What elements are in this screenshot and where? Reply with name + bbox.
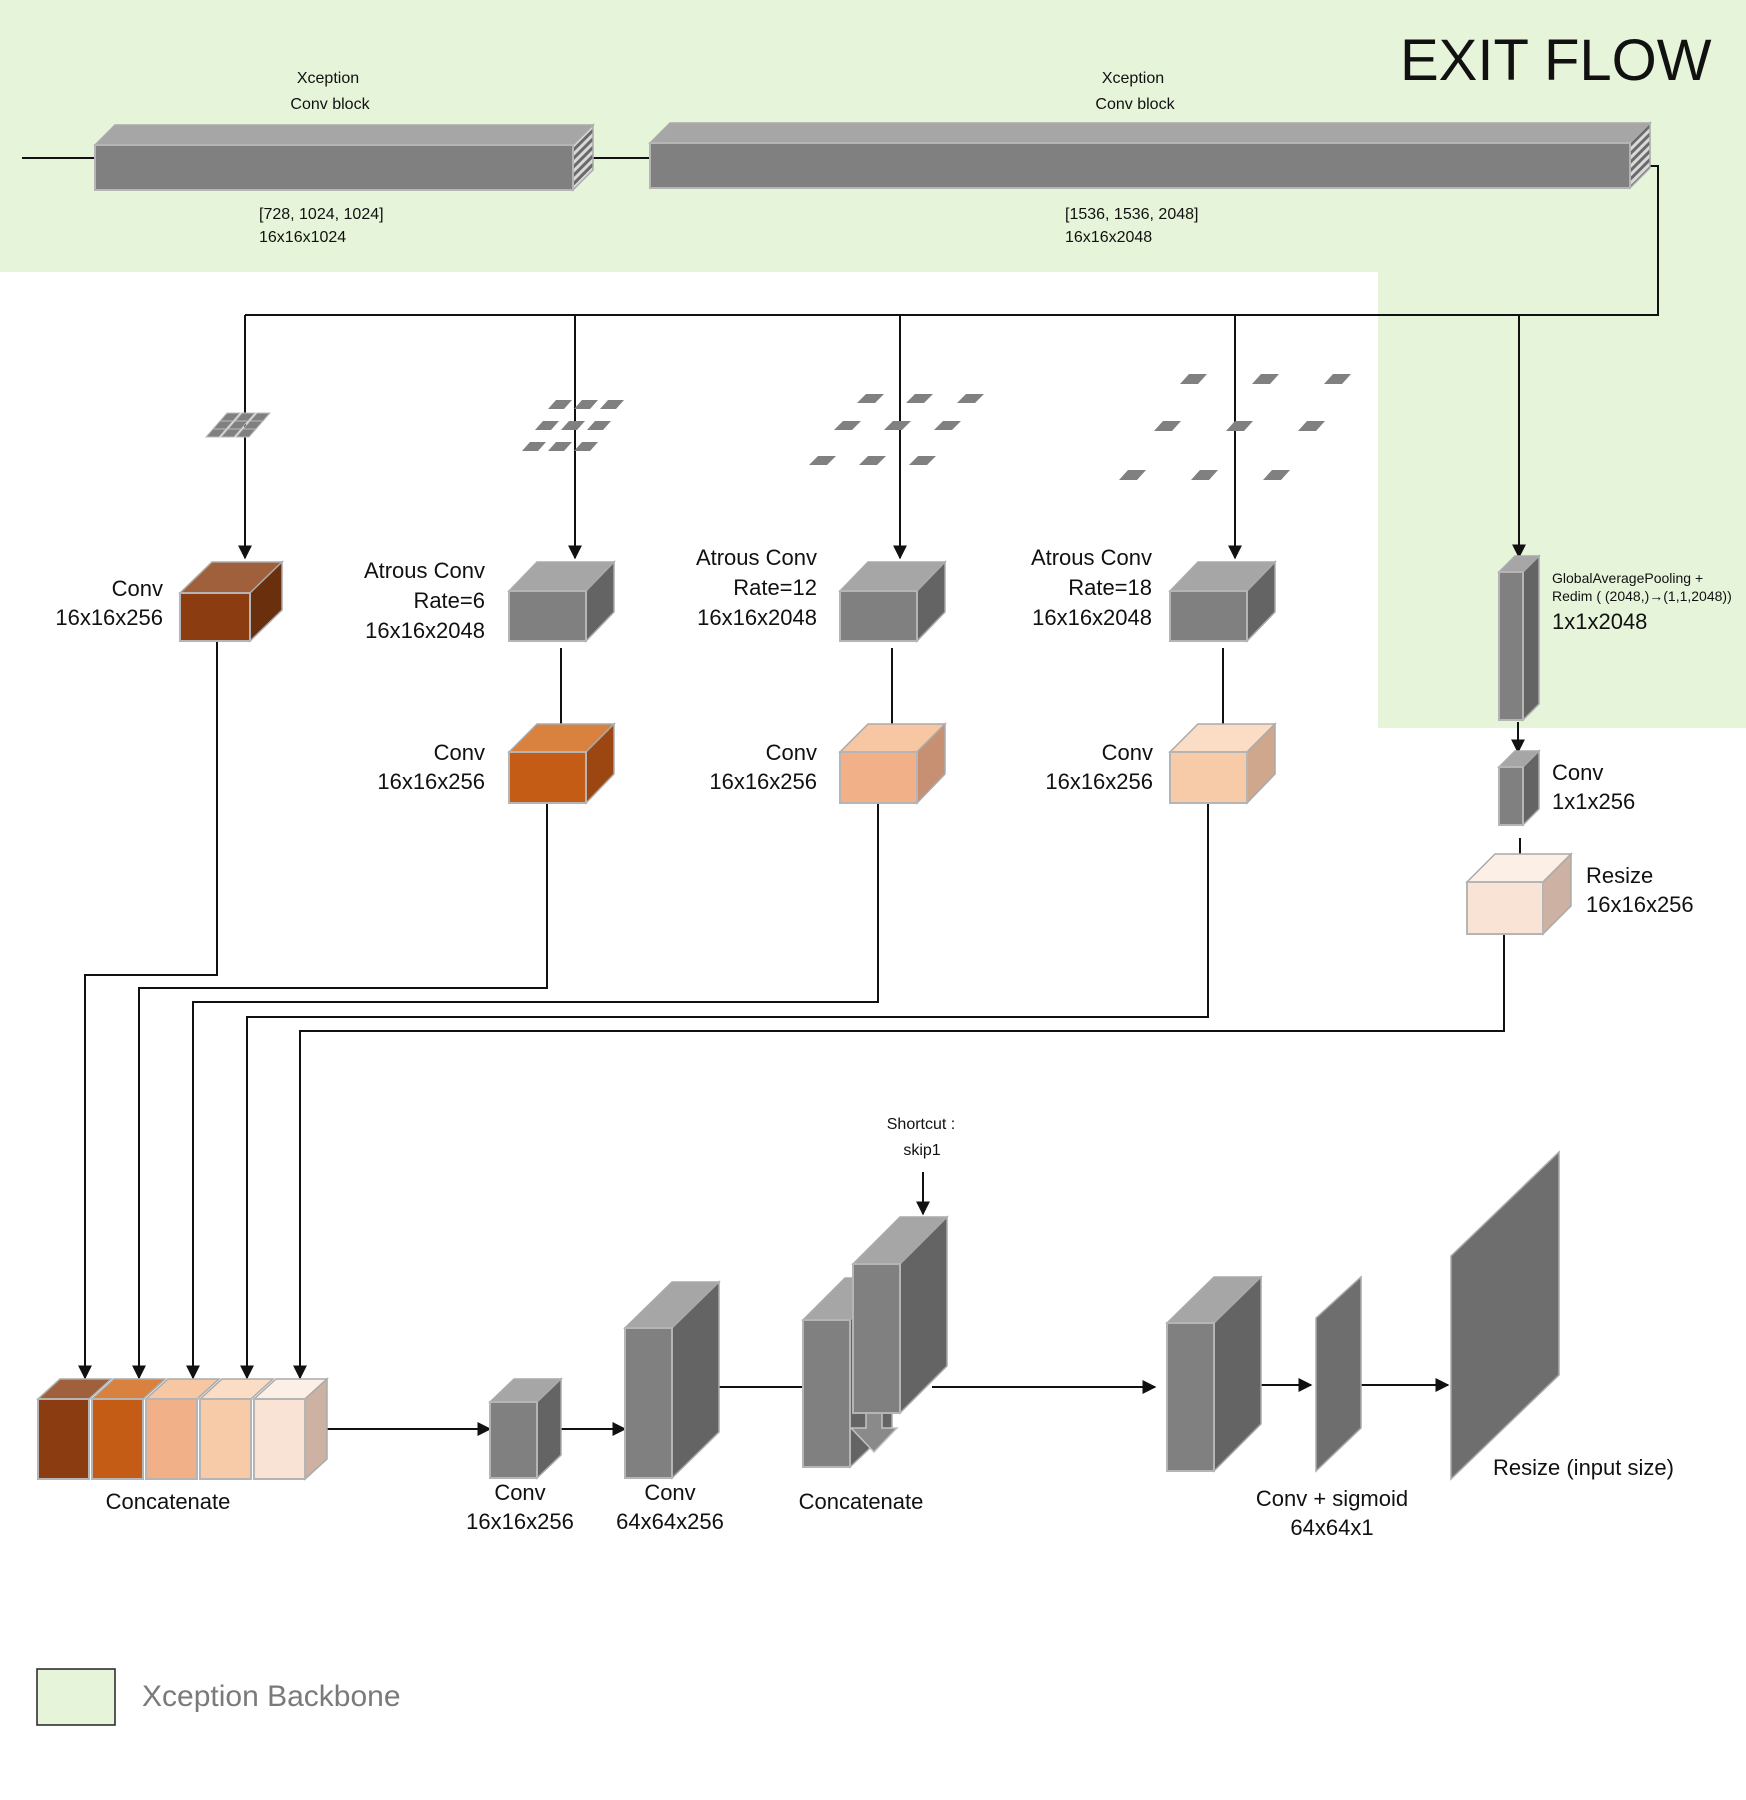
atrous6-label-line1: Atrous Conv: [364, 558, 485, 583]
atrous18-label-line1: Atrous Conv: [1031, 545, 1152, 570]
conv-rate18-label-line1: Conv: [1102, 740, 1153, 765]
xception-conv-block-1: [93, 123, 595, 192]
conv-rate6-label-line2: 16x16x256: [377, 769, 485, 794]
conv-1x1-cube: [178, 560, 284, 643]
atrous-rate12-cube: [838, 560, 947, 643]
block2-params: [1536, 1536, 2048]: [1065, 206, 1198, 223]
block1-label-line1: Xception: [297, 70, 359, 87]
legend-label: Xception Backbone: [142, 1680, 401, 1713]
concatenate-stack: [36, 1377, 329, 1481]
backbone-region-right: [1378, 272, 1746, 728]
decoder-conv-16-cube: [488, 1377, 563, 1480]
kernel-pattern-rate12: [809, 394, 984, 465]
atrous-rate18-cube: [1168, 560, 1277, 643]
block2-label-line2: Conv block: [1095, 96, 1175, 113]
legend-swatch: [36, 1668, 116, 1726]
block1-shape: 16x16x1024: [259, 229, 346, 246]
resize-output-slab: [1450, 1150, 1560, 1481]
pooling-label-line2: Redim ( (2048,)→(1,1,2048)): [1552, 588, 1732, 604]
atrous6-label-line3: 16x16x2048: [365, 618, 485, 643]
block2-label-line1: Xception: [1102, 70, 1164, 87]
decoder-conv-16-label-line1: Conv: [494, 1480, 545, 1505]
kernel-pattern-1x1: [204, 412, 272, 438]
concat1-label: Concatenate: [106, 1489, 231, 1514]
conv1x1-label-line1: Conv: [112, 576, 163, 601]
pooling-label-line1: GlobalAveragePooling +: [1552, 570, 1703, 586]
kernel-pattern-rate18: [1119, 374, 1351, 480]
decoder-post-concat-cube: [1165, 1275, 1263, 1473]
conv-sigmoid-slab: [1315, 1275, 1362, 1473]
conv-rate12-label-line1: Conv: [766, 740, 817, 765]
decoder-conv-64-label-line2: 64x64x256: [616, 1509, 724, 1534]
decoder-conv-16-label-line2: 16x16x256: [466, 1509, 574, 1534]
atrous-rate6-cube: [507, 560, 616, 643]
atrous18-label-line2: Rate=18: [1068, 575, 1152, 600]
block2-shape: 16x16x2048: [1065, 229, 1152, 246]
conv-rate6-label-line1: Conv: [434, 740, 485, 765]
conv-after-rate6-cube: [507, 722, 616, 805]
block1-params: [728, 1024, 1024]: [259, 206, 384, 223]
conv-sigmoid-label-line1: Conv + sigmoid: [1256, 1486, 1408, 1511]
block1-label-line2: Conv block: [290, 96, 370, 113]
pooling-shape: 1x1x2048: [1552, 609, 1647, 634]
atrous18-label-line3: 16x16x2048: [1032, 605, 1152, 630]
decoder-conv-64-label-line1: Conv: [644, 1480, 695, 1505]
exit-flow-title: EXIT FLOW: [1400, 28, 1712, 93]
conv-after-rate18-cube: [1168, 722, 1277, 805]
resize-output-label: Resize (input size): [1493, 1455, 1674, 1480]
conv-rate12-label-line2: 16x16x256: [709, 769, 817, 794]
pooling-conv-cube: [1497, 749, 1541, 827]
xception-conv-block-2: [648, 121, 1652, 190]
pooling-resize-cube: [1465, 852, 1573, 936]
atrous12-label-line1: Atrous Conv: [696, 545, 817, 570]
atrous6-label-line2: Rate=6: [413, 588, 485, 613]
atrous12-label-line2: Rate=12: [733, 575, 817, 600]
conv-sigmoid-label-line2: 64x64x1: [1290, 1515, 1373, 1540]
shortcut-label-line2: skip1: [903, 1142, 940, 1159]
pooling-resize-label-line1: Resize: [1586, 863, 1653, 888]
conv-after-rate12-cube: [838, 722, 947, 805]
shortcut-label-line1: Shortcut :: [887, 1116, 955, 1133]
conv-rate18-label-line2: 16x16x256: [1045, 769, 1153, 794]
pooling-conv-label-line1: Conv: [1552, 760, 1603, 785]
pooling-conv-label-line2: 1x1x256: [1552, 789, 1635, 814]
concat2-label: Concatenate: [799, 1489, 924, 1514]
global-average-pooling-bar: [1497, 554, 1541, 722]
conv1x1-label-line2: 16x16x256: [55, 605, 163, 630]
atrous12-label-line3: 16x16x2048: [697, 605, 817, 630]
kernel-pattern-rate6: [522, 400, 624, 451]
skip-connection-block: [851, 1215, 949, 1415]
pooling-resize-label-line2: 16x16x256: [1586, 892, 1694, 917]
decoder-conv-64-cube: [623, 1280, 721, 1480]
